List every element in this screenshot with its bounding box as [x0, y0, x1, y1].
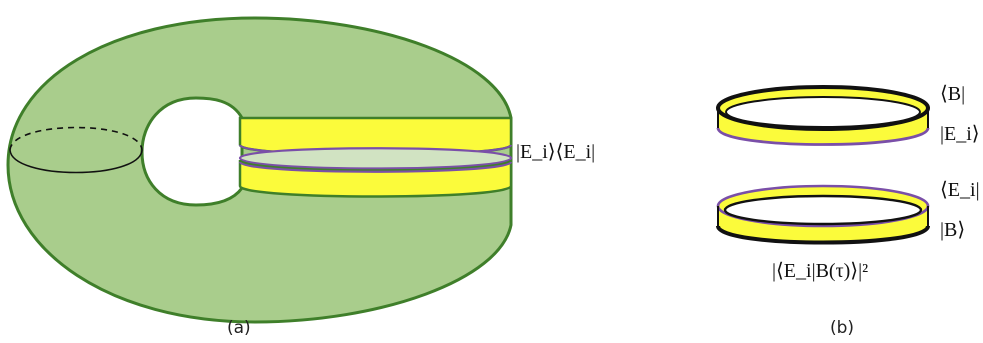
label-bra-B: ⟨B| [940, 83, 965, 105]
lower-ring-bottom-rim [716, 225, 930, 245]
panel-b: ⟨B| |E_i⟩ ⟨E_i| |B⟩ |⟨E_i|B(τ)⟩|² (b) [716, 83, 980, 338]
lower-band-top-rim [238, 160, 513, 173]
lower-ring-opening [723, 194, 923, 226]
panel-a: |E_i⟩⟨E_i| (a) [6, 16, 595, 338]
torus-hole [140, 96, 244, 207]
lower-ring [716, 184, 930, 245]
caption-b: (b) [830, 318, 854, 338]
meridian-front [9, 149, 143, 174]
label-ket-B: |B⟩ [940, 219, 965, 241]
cut-gap-surface [238, 147, 513, 170]
upper-ring-opening [725, 96, 921, 128]
lower-cut-band [238, 158, 513, 198]
meridian-back [9, 126, 143, 151]
amplitude-label: |⟨E_i|B(τ)⟩|² [772, 260, 868, 282]
upper-ring-bottom-rim [716, 127, 930, 146]
caption-a: (a) [227, 318, 251, 338]
projector-label: |E_i⟩⟨E_i| [516, 141, 595, 163]
upper-ring [716, 85, 930, 146]
label-ket-Ei: |E_i⟩ [940, 123, 980, 145]
lower-band-side [238, 158, 513, 198]
label-bra-Ei: ⟨E_i| [940, 179, 980, 201]
